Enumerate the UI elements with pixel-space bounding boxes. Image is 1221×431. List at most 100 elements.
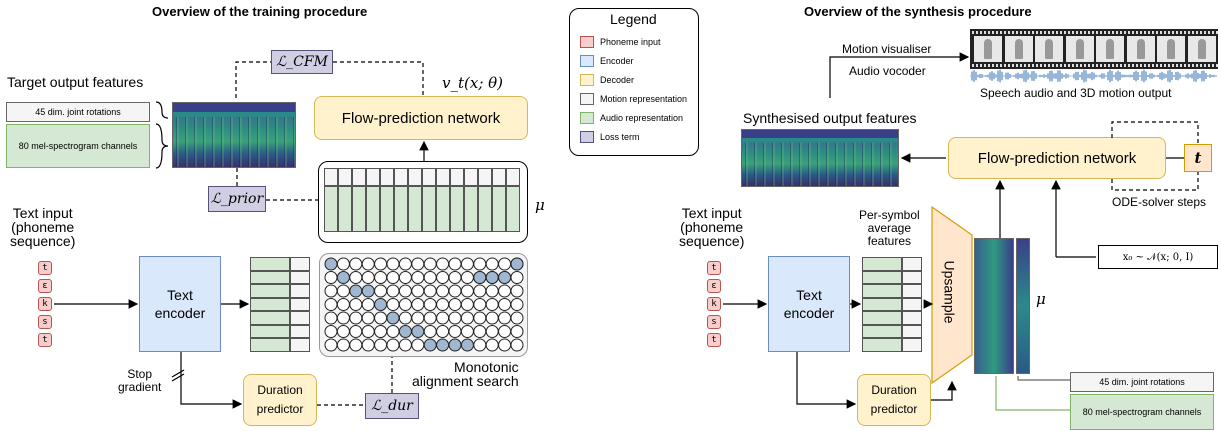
train-enc-motion-cell [290, 284, 310, 298]
alignment-grid [324, 257, 524, 352]
mu-audio-cell [422, 186, 436, 232]
alignment-node [361, 338, 375, 352]
avatar-figure [1075, 39, 1084, 59]
train-phoneme-2: k [38, 297, 52, 311]
mu-container [318, 161, 528, 243]
synth-enc-audio-cell [862, 284, 902, 298]
alignment-node [436, 325, 450, 338]
train-enc-audio-cell [250, 270, 290, 284]
film-hole [1140, 31, 1142, 34]
alignment-node [423, 338, 437, 352]
mu-audio-cell [338, 186, 352, 232]
mu-motion-cell [422, 168, 436, 186]
alignment-node [324, 298, 338, 311]
audio-vocoder-label: Audio vocoder [849, 64, 926, 78]
alignment-node [436, 284, 450, 298]
film-hole [1192, 31, 1194, 34]
film-hole [1064, 64, 1066, 67]
alignment-node [436, 311, 450, 325]
alignment-node [386, 311, 400, 325]
train-enc-audio-cell [250, 297, 290, 311]
film-hole [1048, 31, 1050, 34]
per-symbol-label: Per-symbol average features [859, 208, 920, 248]
synth-phoneme-1: ɛ [707, 279, 721, 293]
train-enc-motion-cell [290, 297, 310, 311]
film-hole [1184, 31, 1186, 34]
film-hole [1208, 31, 1210, 34]
film-hole [992, 31, 994, 34]
train-phoneme-1: ɛ [38, 279, 52, 293]
alignment-node [398, 271, 412, 284]
film-hole [1036, 31, 1038, 34]
train-enc-audio-cell [250, 311, 290, 325]
train-enc-motion-cell [290, 338, 310, 352]
vt-label: v_t(x; θ) [442, 74, 504, 92]
film-hole [1216, 31, 1218, 34]
alignment-node [460, 311, 474, 325]
film-hole [1016, 31, 1018, 34]
alignment-node [398, 284, 412, 298]
legend-label: Phoneme input [600, 37, 661, 47]
alignment-node [473, 311, 487, 325]
text-encoder-train: Text encoder [139, 256, 221, 352]
film-hole [1128, 64, 1130, 67]
mu-motion-cell [352, 168, 366, 186]
alignment-node [411, 338, 425, 352]
film-hole [1096, 64, 1098, 67]
text-input-label-synth: Text input (phoneme sequence) [679, 205, 745, 249]
film-hole [1024, 64, 1026, 67]
alignment-node [510, 311, 524, 325]
film-hole [1176, 31, 1178, 34]
alignment-node [361, 271, 375, 284]
film-hole [1000, 64, 1002, 67]
upsample-label: Upsample [941, 260, 958, 324]
film-frame [1126, 36, 1155, 62]
film-hole [1168, 64, 1170, 67]
motion-visualiser-label: Motion visualiser [842, 42, 932, 56]
synth-phoneme-2: k [707, 297, 721, 311]
film-hole [988, 31, 990, 34]
synth-enc-motion-cell [902, 324, 922, 338]
alignment-node [510, 284, 524, 298]
mu-grid [324, 168, 520, 232]
film-hole [1020, 64, 1022, 67]
film-hole [1120, 64, 1122, 67]
synth-enc-audio-cell [862, 297, 902, 311]
film-hole [1172, 31, 1174, 34]
train-enc-motion-cell [290, 257, 310, 271]
x0-box: x₀ ~ 𝒩(x; 0, I) [1098, 245, 1218, 269]
alignment-node [386, 284, 400, 298]
film-hole [1020, 31, 1022, 34]
alignment-node [423, 284, 437, 298]
film-hole [976, 31, 978, 34]
legend-swatch [580, 36, 594, 48]
alignment-node [411, 284, 425, 298]
synth-enc-motion-cell [902, 297, 922, 311]
film-hole [1148, 64, 1150, 67]
alignment-node [485, 257, 499, 271]
film-frame [1096, 36, 1124, 62]
mu-motion-cell [366, 168, 380, 186]
alignment-node [448, 271, 462, 284]
avatar-figure [1106, 39, 1114, 59]
film-hole [1068, 31, 1070, 34]
alignment-node [349, 271, 363, 284]
avatar-figure [1136, 39, 1145, 59]
film-hole [1208, 64, 1210, 67]
alignment-node [460, 257, 474, 271]
film-hole [1088, 31, 1090, 34]
train-enc-audio-cell [250, 257, 290, 271]
film-hole [1064, 31, 1066, 34]
alignment-node [423, 311, 437, 325]
synth-output-label: Synthesised output features [743, 110, 917, 126]
alignment-node [374, 311, 388, 325]
alignment-node [460, 271, 474, 284]
synth-enc-motion-cell [902, 257, 922, 271]
text-encoder-synth: Text encoder [768, 256, 850, 352]
loss-prior: ℒ_prior [208, 186, 266, 212]
train-enc-audio-cell [250, 338, 290, 352]
mu-motion-cell [450, 168, 464, 186]
film-hole [984, 64, 986, 67]
alignment-node [423, 325, 437, 338]
mu-motion-cell [324, 168, 338, 186]
